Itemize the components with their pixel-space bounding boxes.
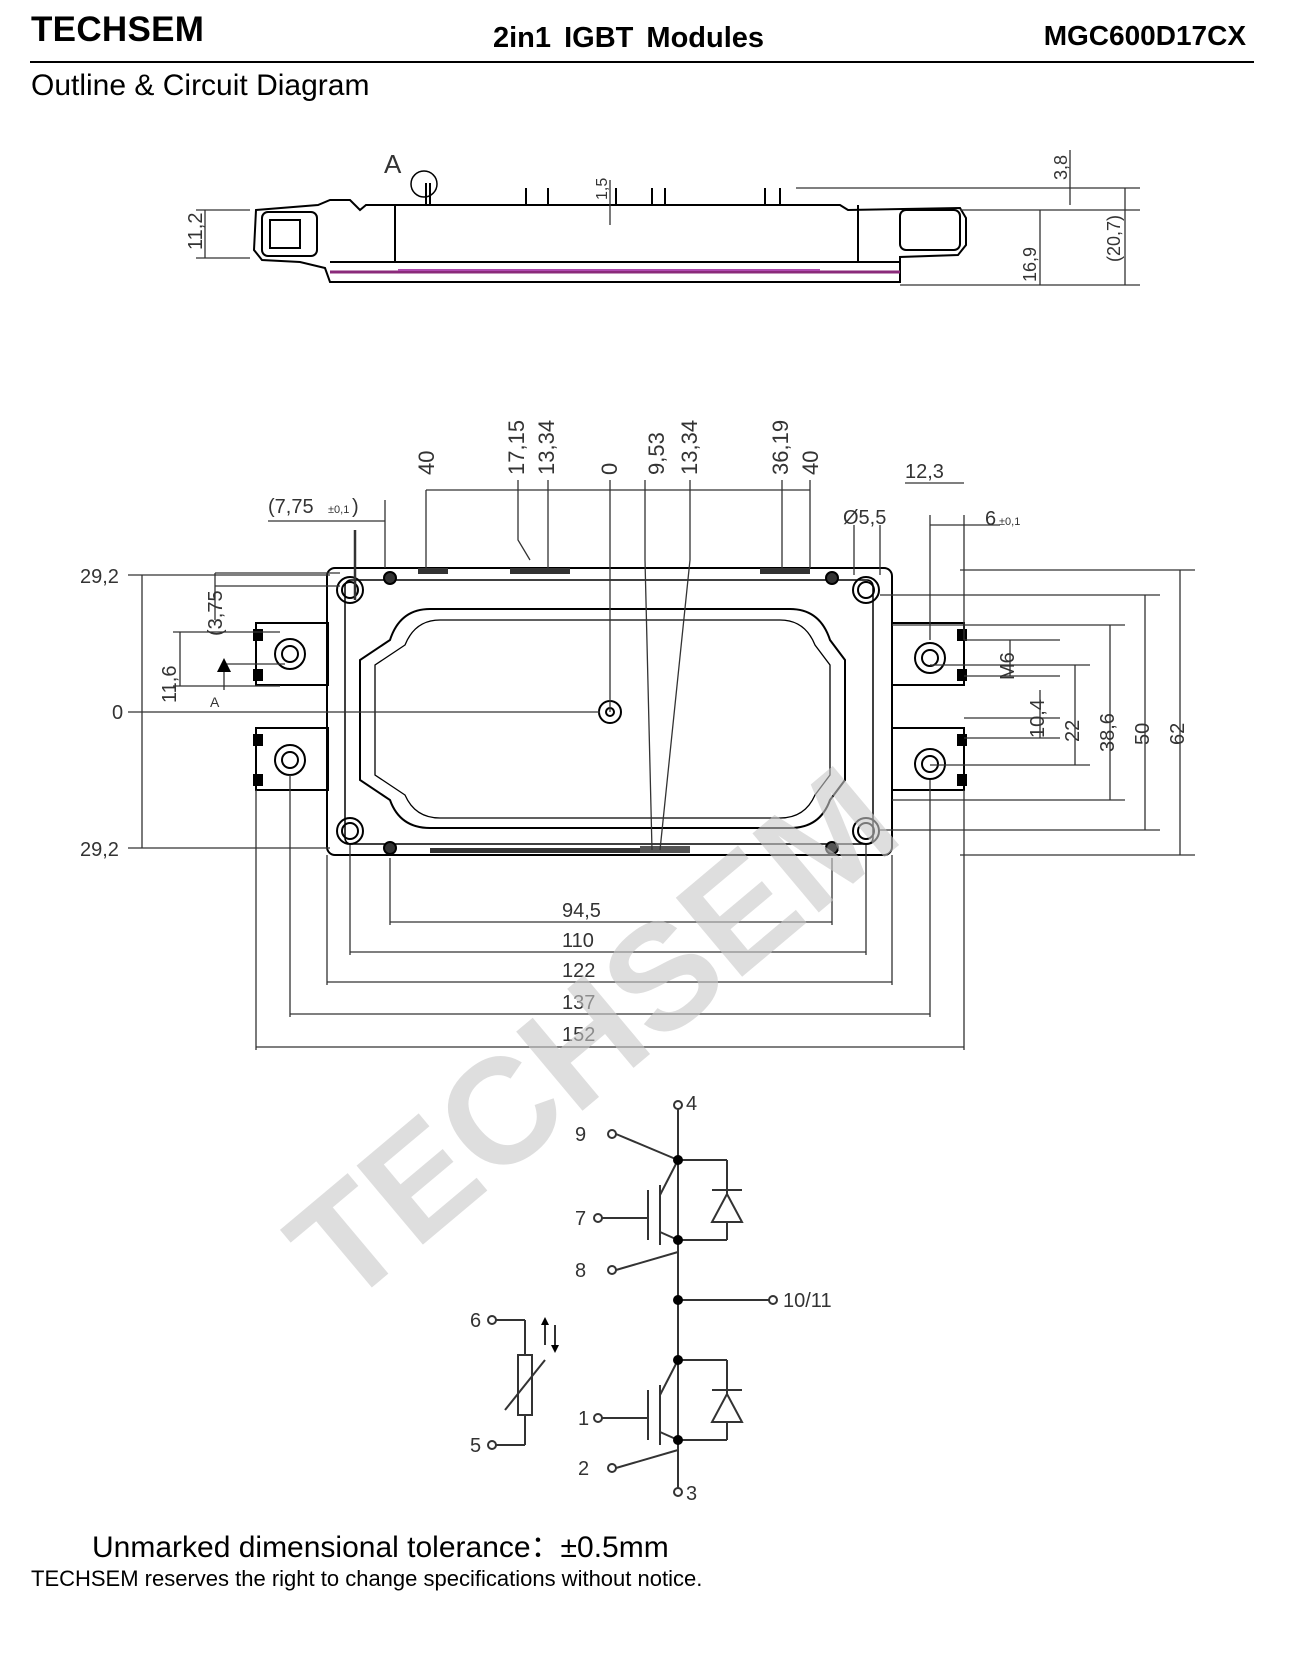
top-view-dimensions: [128, 480, 1195, 1050]
dim-16-9: 16,9: [1020, 247, 1040, 282]
pin-4-label: 4: [686, 1093, 697, 1115]
pin-5-label: 5: [470, 1435, 481, 1457]
pin-2-label: 2: [578, 1458, 589, 1480]
pin-8-label: 8: [575, 1260, 586, 1282]
top-view-outline: [253, 567, 967, 856]
top-dim-labels: 40 17,15 13,34 0 9,53 13,34 36,19 40: [414, 420, 823, 475]
pin-1-label: 1: [578, 1408, 589, 1430]
dim-top-13-34-left: 13,34: [534, 420, 559, 475]
dim-hole-dia: Ø5,5: [843, 507, 886, 529]
dim-7-75-tol: ±0,1: [328, 504, 349, 516]
view-label-a: A: [384, 149, 402, 179]
dim-137: 137: [562, 992, 595, 1014]
dim-3-8: 3,8: [1051, 155, 1071, 180]
dim-top-40-right: 40: [798, 451, 823, 475]
dim-10-4: 10,4: [1027, 699, 1049, 738]
dim-38-6: 38,6: [1097, 713, 1119, 752]
tick-29-2-top: 29,2: [80, 566, 119, 588]
dim-62: 62: [1167, 723, 1189, 745]
document-title: 2in1 IGBT Modules: [493, 22, 765, 54]
dim-1-5: 1,5: [594, 178, 611, 200]
dim-11-2: 11,2: [185, 213, 207, 250]
dim-7-75-close: ): [352, 496, 359, 518]
dim-top-36-19: 36,19: [768, 420, 793, 475]
section-arrow-icon: [217, 658, 231, 672]
dim-top-40-left: 40: [414, 451, 439, 475]
dim-12-3: 12,3: [905, 461, 944, 483]
section-arrow-label: A: [210, 694, 220, 710]
watermark: TECHSEM: [258, 734, 928, 1334]
dim-top-9-53: 9,53: [644, 432, 669, 475]
dim-11-6: 11,6: [159, 666, 181, 703]
side-view-dimensions: [196, 150, 1140, 286]
dim-top-0: 0: [597, 463, 622, 475]
circuit-diagram: [487, 1100, 778, 1497]
dim-122: 122: [562, 960, 595, 982]
side-view: [252, 170, 967, 283]
tolerance-note: Unmarked dimensional tolerance：±0.5mm: [92, 1531, 669, 1564]
disclaimer-notice: TECHSEM reserves the right to change spe…: [31, 1566, 703, 1591]
temp-up-arrow-icon: [541, 1317, 549, 1325]
dim-94-5: 94,5: [562, 900, 601, 922]
dim-152: 152: [562, 1024, 595, 1046]
pin-7-label: 7: [575, 1208, 586, 1230]
dim-top-13-34-right: 13,34: [677, 420, 702, 475]
temp-down-arrow-icon: [551, 1345, 559, 1353]
dim-top-17-15: 17,15: [504, 420, 529, 475]
dim-6-tol: ±0,1: [999, 516, 1020, 528]
pin-6-label: 6: [470, 1310, 481, 1332]
pin-3-label: 3: [686, 1483, 697, 1505]
part-number: MGC600D17CX: [1043, 20, 1246, 51]
section-title: Outline & Circuit Diagram: [31, 69, 370, 102]
dim-3-75: (3,75: [205, 590, 227, 636]
dim-50: 50: [1132, 723, 1154, 745]
tick-29-2-bottom: 29,2: [80, 839, 119, 861]
dim-m6: M6: [997, 652, 1019, 680]
dim-20-7: (20,7): [1104, 215, 1124, 262]
header-rule: [30, 61, 1254, 63]
dim-22: 22: [1062, 720, 1084, 742]
dim-6: 6: [985, 508, 996, 530]
pin-9-label: 9: [575, 1124, 586, 1146]
dim-110: 110: [562, 930, 594, 952]
tick-0: 0: [112, 702, 123, 724]
brand-name: TECHSEM: [31, 10, 205, 49]
pin-10-11-label: 10/11: [783, 1290, 832, 1312]
dim-7-75: (7,75: [268, 496, 314, 518]
circuit-junctions: [541, 1155, 683, 1445]
